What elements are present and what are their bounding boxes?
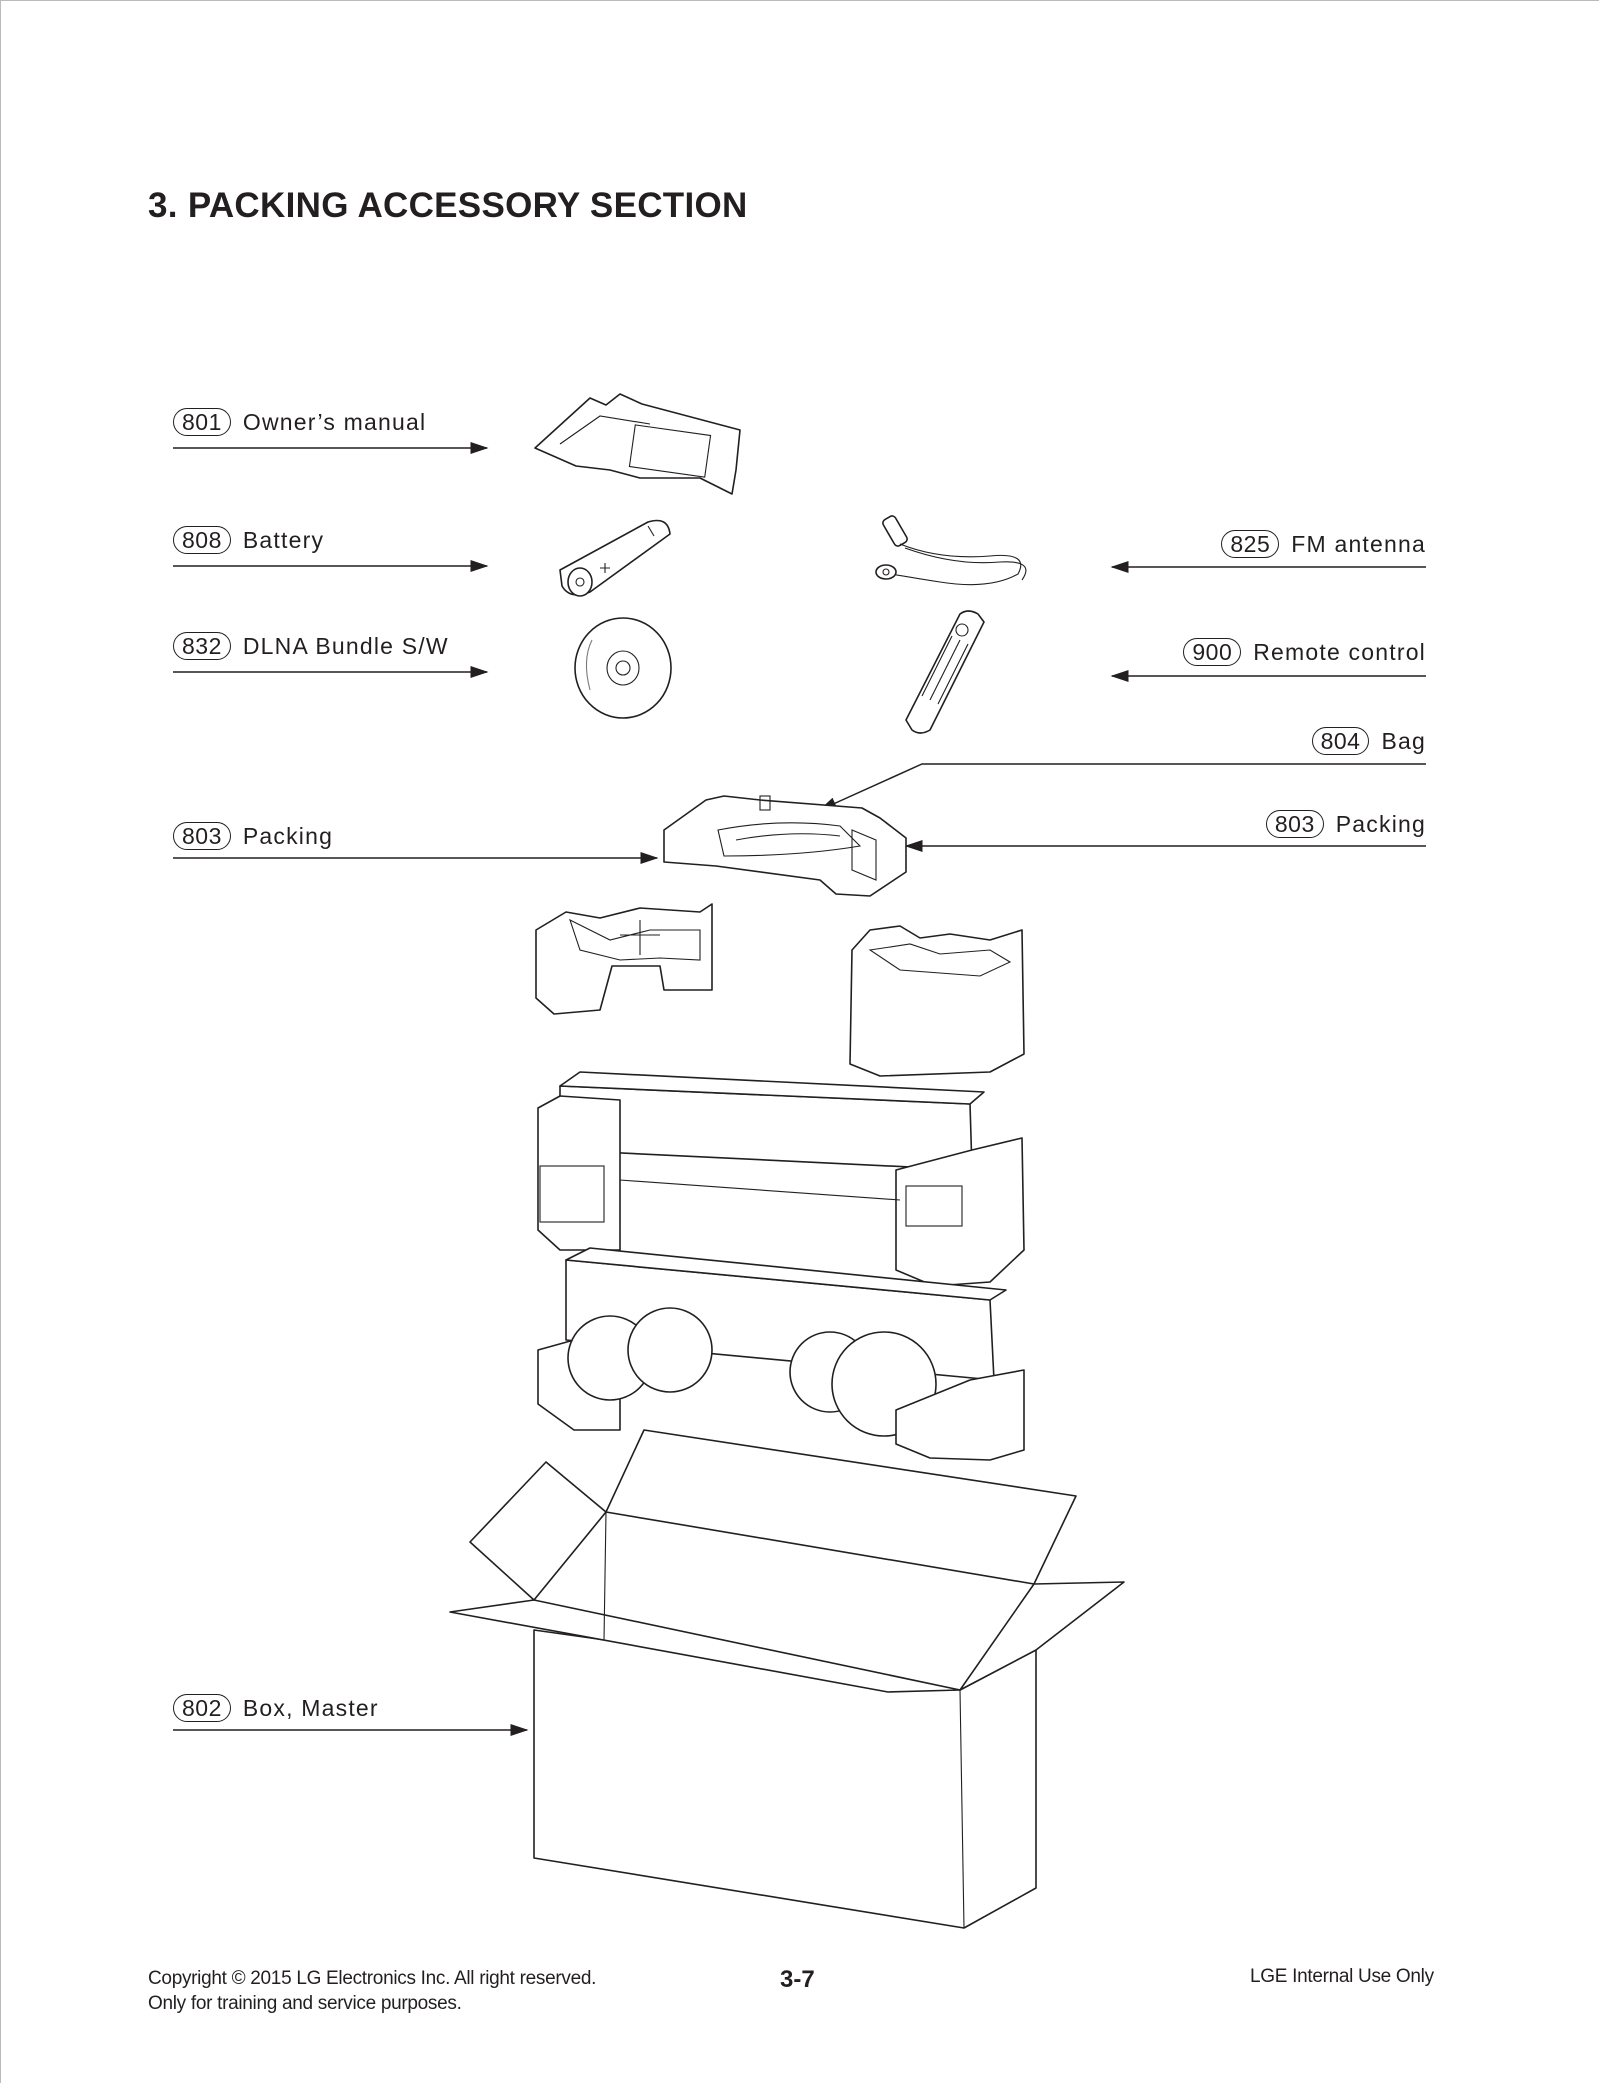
callout-label: Bag bbox=[1381, 727, 1426, 754]
master-box bbox=[449, 1429, 1125, 1929]
callout-number: 801 bbox=[173, 408, 231, 436]
callout-803-right: 803 Packing bbox=[1265, 810, 1426, 838]
callout-number: 900 bbox=[1183, 638, 1242, 666]
callout-802: 802 Box, Master bbox=[173, 1694, 379, 1722]
callout-832: 832 DLNA Bundle S/W bbox=[173, 632, 449, 660]
callout-number: 803 bbox=[1265, 810, 1324, 838]
callout-label: Box, Master bbox=[242, 1694, 379, 1721]
leader-lines bbox=[173, 442, 1426, 1736]
callout-803-left: 803 Packing bbox=[173, 822, 333, 850]
callout-label: DLNA Bundle S/W bbox=[242, 632, 449, 659]
callout-number: 802 bbox=[173, 1694, 231, 1722]
side-packing-left bbox=[535, 903, 713, 1015]
battery-illustration bbox=[559, 519, 671, 597]
callout-label: Owner’s manual bbox=[242, 408, 427, 435]
upper-speaker-packing bbox=[537, 1071, 1025, 1287]
leader-804 bbox=[818, 763, 1426, 811]
callout-label: Packing bbox=[1335, 810, 1426, 837]
remote-control-illustration bbox=[905, 610, 985, 734]
callout-number: 808 bbox=[173, 526, 231, 554]
top-packing-tray bbox=[663, 795, 907, 897]
lower-speaker-packing bbox=[537, 1247, 1025, 1461]
callout-number: 803 bbox=[173, 822, 231, 850]
callout-804: 804 Bag bbox=[1311, 727, 1426, 755]
section-title: 3. PACKING ACCESSORY SECTION bbox=[148, 186, 748, 225]
footer-copyright: Copyright © 2015 LG Electronics Inc. All… bbox=[148, 1968, 597, 1989]
callout-825: 825 FM antenna bbox=[1221, 530, 1426, 558]
callout-number: 832 bbox=[173, 632, 231, 660]
footer-copyright-block: Copyright © 2015 LG Electronics Inc. All… bbox=[148, 1966, 596, 2016]
fm-antenna-illustration bbox=[875, 515, 1027, 586]
owners-manual-illustration bbox=[534, 393, 741, 495]
footer-internal-use: LGE Internal Use Only bbox=[1250, 1966, 1434, 1987]
callout-808: 808 Battery bbox=[173, 526, 324, 554]
dlna-cd-illustration bbox=[574, 617, 672, 719]
footer-purpose: Only for training and service purposes. bbox=[148, 1993, 462, 2014]
callout-900: 900 Remote control bbox=[1183, 638, 1426, 666]
side-packing-right bbox=[849, 925, 1025, 1077]
callout-number: 804 bbox=[1311, 727, 1370, 755]
callout-801: 801 Owner’s manual bbox=[173, 408, 426, 436]
callout-label: Packing bbox=[242, 822, 334, 849]
callout-label: Remote control bbox=[1253, 638, 1426, 665]
callout-number: 825 bbox=[1221, 530, 1280, 558]
callout-label: FM antenna bbox=[1291, 530, 1426, 557]
callout-label: Battery bbox=[242, 526, 325, 553]
page-number: 3-7 bbox=[780, 1966, 815, 1993]
